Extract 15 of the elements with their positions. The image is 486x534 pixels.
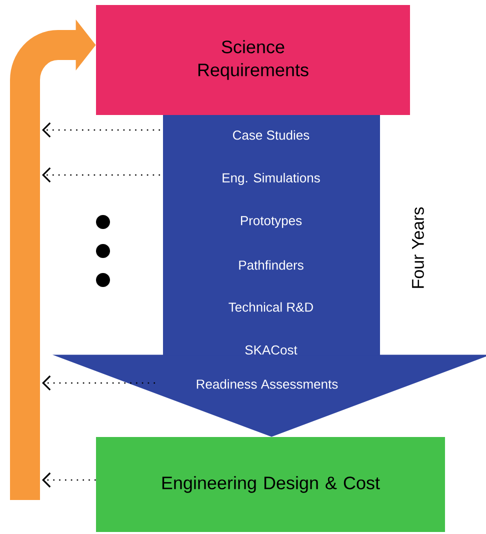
block-arrow-shaft: Case Studies Eng. Simulations Prototypes Pathfinders Technical R&D SKACost xyxy=(163,115,380,355)
dotted-arrow xyxy=(42,375,155,391)
node-label: Case Studies xyxy=(233,130,310,140)
process-box: Engineering Design & Cost xyxy=(96,437,445,532)
dotted-arrow xyxy=(42,122,160,138)
dotted-arrow xyxy=(42,167,160,183)
process-box: Science Requirements xyxy=(96,5,410,115)
dotted-arrow xyxy=(42,472,96,488)
side-label: Four Years xyxy=(412,207,424,288)
node-label: SKACost xyxy=(245,345,298,355)
node-label: Prototypes xyxy=(241,216,302,228)
edge-label: Readiness Assessments xyxy=(196,379,338,389)
node-label: Eng. Simulations xyxy=(222,172,320,186)
node-label: Technical R&D xyxy=(228,302,313,312)
node-label: Pathfinders xyxy=(239,260,304,270)
